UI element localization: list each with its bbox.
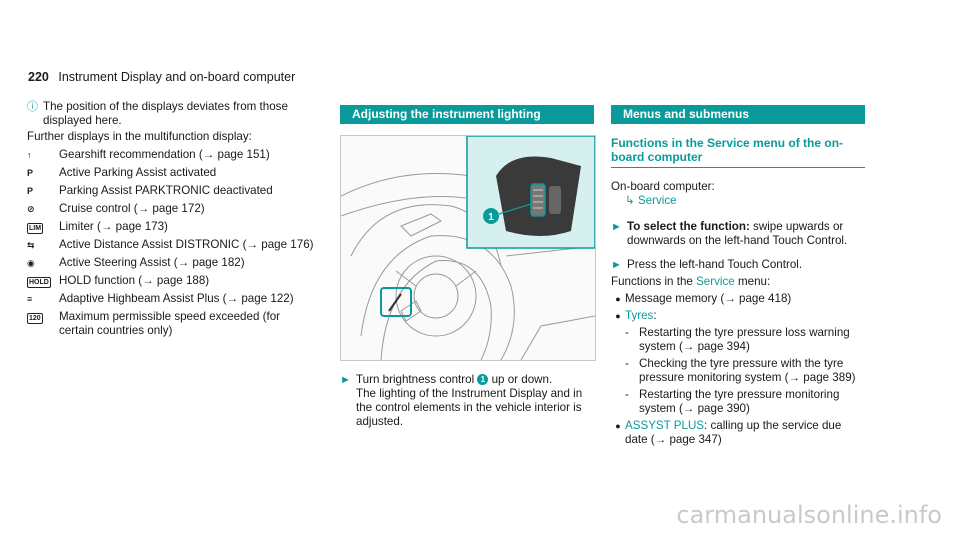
display-description: Limiter (→ page 173): [59, 220, 168, 233]
display-symbol-icon: ↑: [27, 150, 32, 160]
message-memory: Message memory (→ page 418): [625, 292, 792, 305]
step-arrow-icon: ►: [611, 221, 622, 233]
display-symbol-icon: P: [27, 168, 34, 178]
display-symbol-icon: ⊘: [27, 204, 35, 214]
display-list-item: LIM Limiter (→ page 173): [27, 220, 317, 234]
display-list-item: 120 Maximum permissible speed exceeded (f…: [27, 310, 317, 338]
subsection-title: Functions in the Service menu of the on-…: [611, 136, 865, 168]
display-symbol-icon: HOLD: [27, 277, 51, 288]
column-middle: Adjusting the instrument lighting: [340, 105, 596, 429]
display-symbol-icon: ◉: [27, 258, 35, 268]
displays-intro: Further displays in the multifunction di…: [27, 130, 252, 143]
step-arrow-icon: ►: [340, 374, 351, 386]
column-left: ⓘ The position of the displays deviates …: [27, 100, 317, 338]
display-description: Parking Assist PARKTRONIC deactivated: [59, 184, 273, 197]
display-description: Gearshift recommendation (→ page 151): [59, 148, 270, 161]
display-symbol-icon: ⇆: [27, 240, 35, 250]
info-icon: ⓘ: [27, 101, 38, 113]
display-description: Cruise control (→ page 172): [59, 202, 205, 215]
display-list-item: ◉ Active Steering Assist (→ page 182): [27, 256, 317, 270]
list-item: ● Message memory (→ page 418): [615, 292, 792, 305]
step-text-post: up or down.: [491, 373, 553, 386]
step-press-control: ► Press the left-hand Touch Control.: [611, 258, 865, 272]
list-item: ● ASSYST PLUS: calling up the service du…: [615, 419, 842, 446]
display-description: Maximum permissible speed exceeded (for …: [59, 310, 281, 337]
display-list-item: ⊘ Cruise control (→ page 172): [27, 202, 317, 216]
step-arrow-icon: ►: [611, 259, 622, 271]
cockpit-drawing: 1: [341, 136, 595, 360]
display-symbol-icon: LIM: [27, 223, 44, 234]
functions-link-service[interactable]: Service: [696, 275, 735, 288]
svg-text:1: 1: [488, 212, 494, 223]
step-body: The lighting of the Instrument Display a…: [356, 387, 583, 428]
watermark: carmanualsonline.info: [676, 501, 942, 529]
step1-bold: To select the function:: [627, 220, 750, 233]
display-description: HOLD function (→ page 188): [59, 274, 210, 287]
submenu-arrow-icon: ↳: [625, 194, 635, 207]
page-header-title: Instrument Display and on-board computer: [58, 70, 296, 84]
step1-text: swipe upwards or downwards on the left-h…: [627, 220, 848, 247]
path-label: On-board computer:: [611, 180, 715, 193]
display-list-item: ≡ Adaptive Highbeam Assist Plus (→ page 1…: [27, 292, 317, 306]
cockpit-illustration: 1: [340, 135, 596, 361]
step-select-function: ► To select the function: swipe upwards …: [611, 220, 865, 248]
highlight-switch: [380, 287, 412, 317]
list-subitem: - Restarting the tyre pressure loss warn…: [625, 326, 850, 353]
section-title-menus: Menus and submenus: [611, 105, 865, 124]
display-symbol-icon: 120: [27, 313, 43, 324]
section-title-lighting: Adjusting the instrument lighting: [340, 105, 594, 124]
path-link-service[interactable]: Service: [637, 194, 677, 207]
list-subitem: - Restarting the tyre pressure monitorin…: [625, 388, 840, 415]
display-list-item: ⇆ Active Distance Assist DISTRONIC (→ pag…: [27, 238, 317, 252]
display-symbol-icon: P: [27, 186, 34, 196]
assyst-plus-link[interactable]: ASSYST PLUS: [625, 419, 705, 432]
display-list-item: P Active Parking Assist activated: [27, 166, 317, 180]
display-description: Active Distance Assist DISTRONIC (→ page…: [59, 238, 314, 251]
list-item: ● Tyres:: [615, 309, 657, 322]
display-description: Active Parking Assist activated: [59, 166, 217, 179]
note: ⓘ The position of the displays deviates …: [27, 100, 317, 128]
display-list: ↑ Gearshift recommendation (→ page 151) P A…: [27, 148, 317, 338]
step2-text: Press the left-hand Touch Control.: [627, 258, 803, 271]
display-description: Active Steering Assist (→ page 182): [59, 256, 245, 269]
display-list-item: HOLD HOLD function (→ page 188): [27, 274, 317, 288]
step-brightness: ► Turn brightness control 1 up or down. …: [340, 373, 594, 429]
column-right: Menus and submenus Functions in the Serv…: [611, 105, 865, 447]
functions-intro: Functions in the Service menu:: [611, 275, 771, 288]
page-number: 220: [28, 70, 49, 84]
list-subitem: - Checking the tyre pressure with the ty…: [625, 357, 856, 384]
display-description: Adaptive Highbeam Assist Plus (→ page 12…: [59, 292, 294, 305]
note-text: The position of the displays deviates fr…: [43, 100, 288, 127]
page-header: 220 Instrument Display and on-board comp…: [28, 70, 295, 84]
display-list-item: ↑ Gearshift recommendation (→ page 151): [27, 148, 317, 162]
display-list-item: P Parking Assist PARKTRONIC deactivated: [27, 184, 317, 198]
callout-1: [483, 208, 499, 224]
display-symbol-icon: ≡: [27, 294, 33, 304]
tyres-link[interactable]: Tyres: [625, 309, 654, 322]
step-text-pre: Turn brightness control: [356, 373, 475, 386]
callout-badge: 1: [477, 374, 489, 386]
